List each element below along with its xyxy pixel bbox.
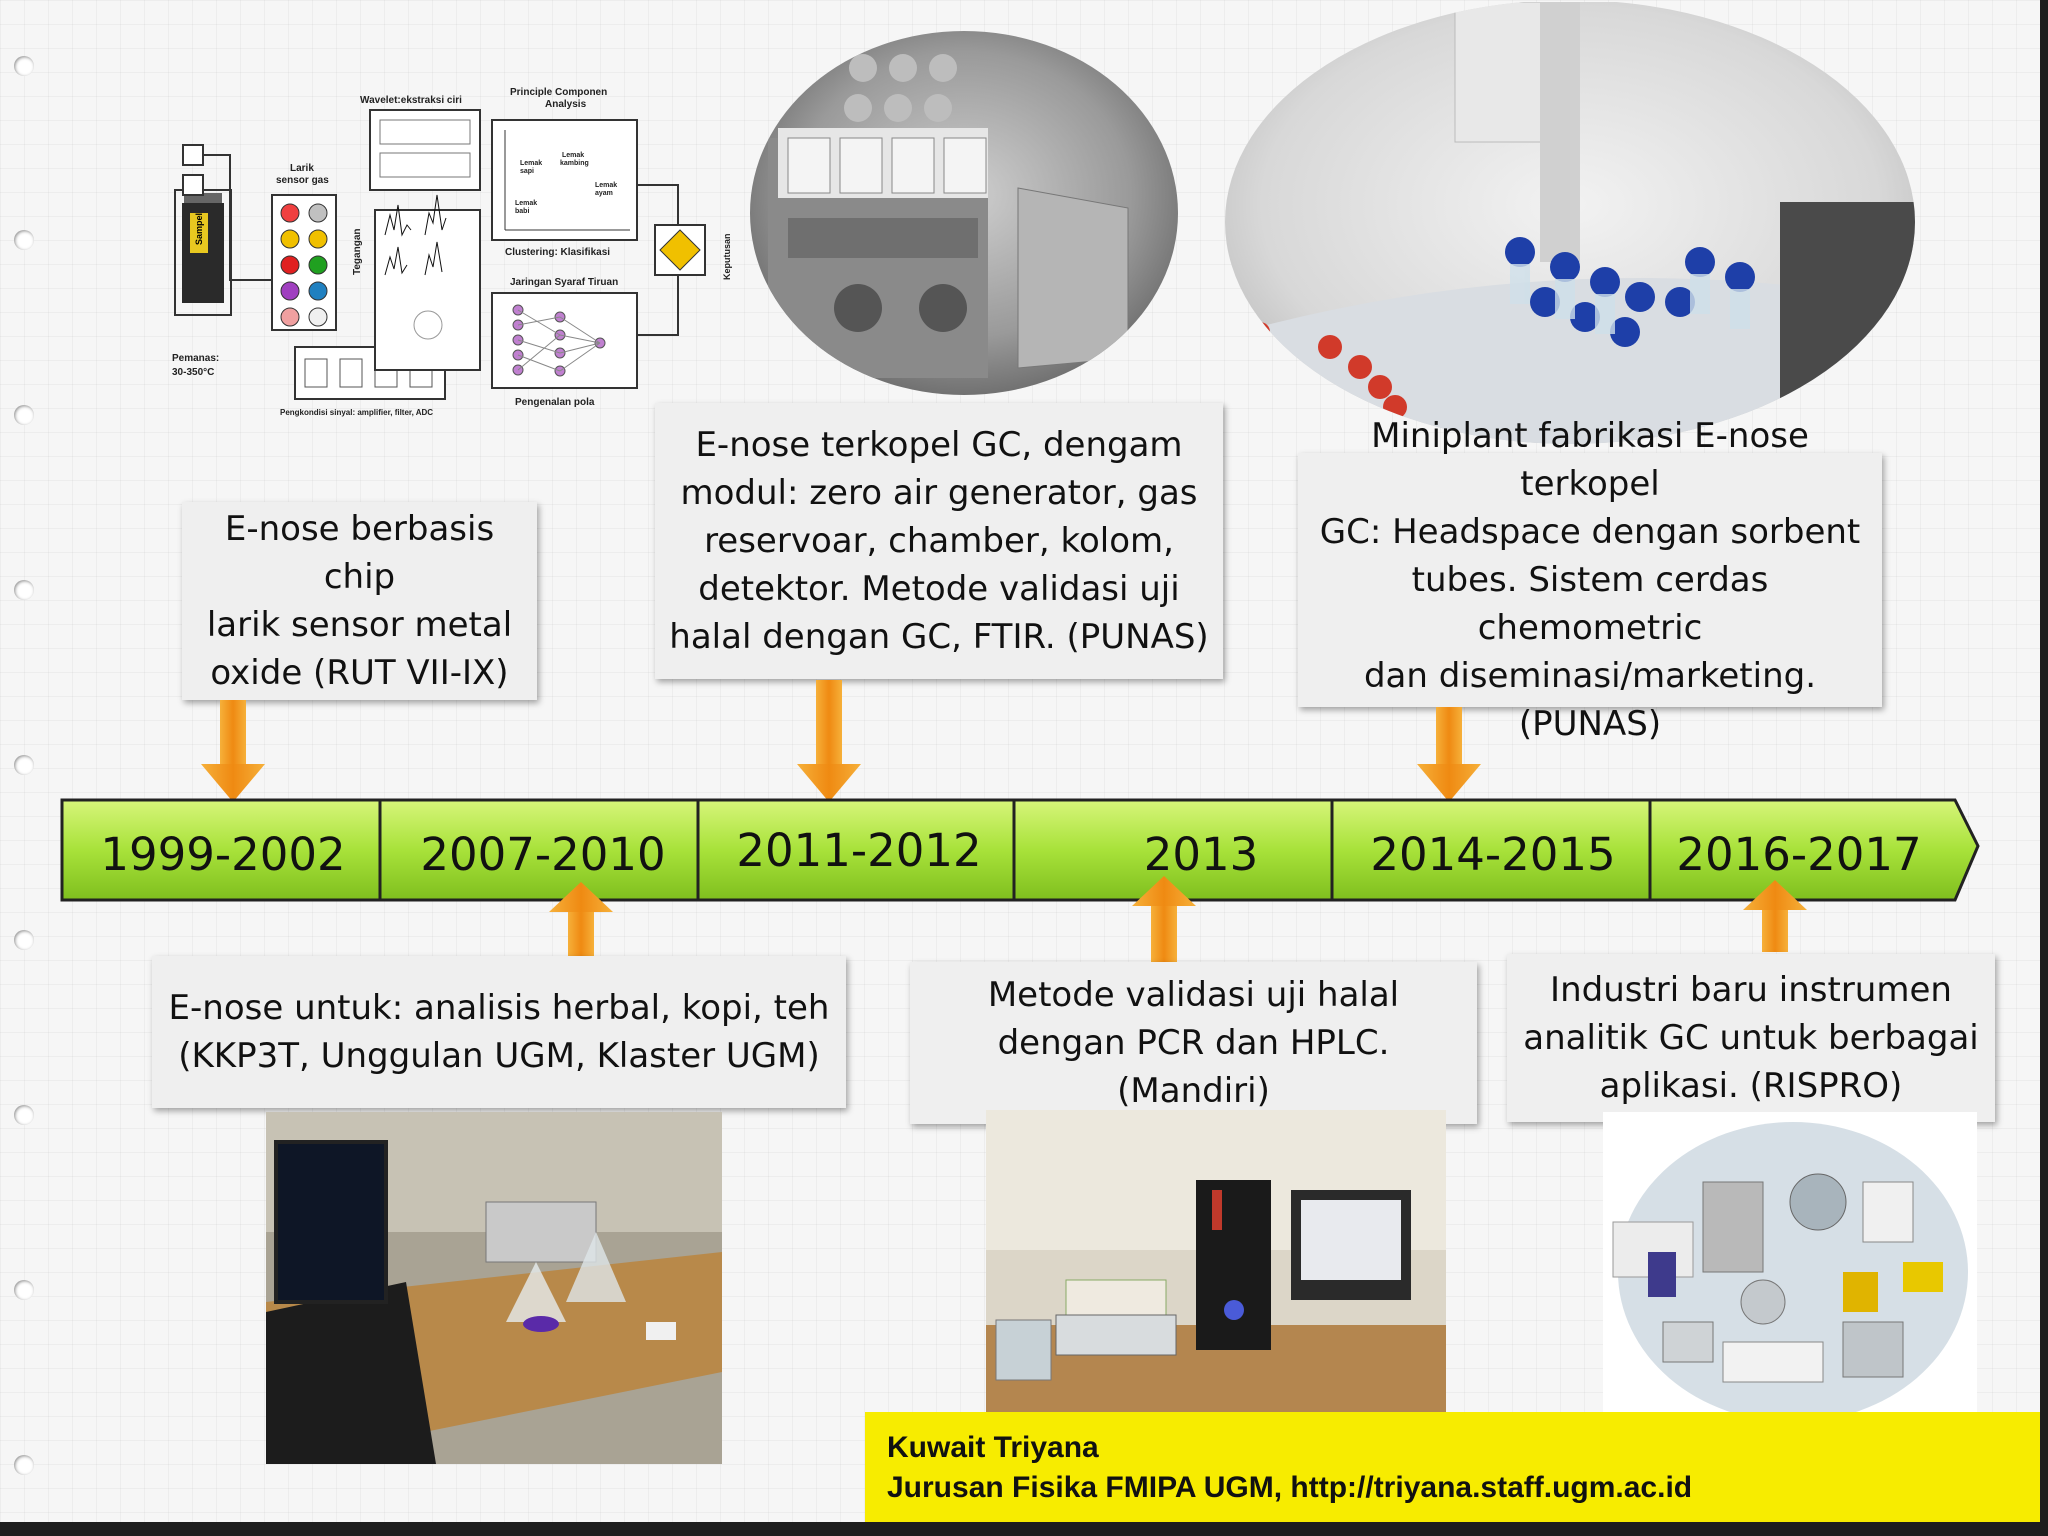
credit-banner: Kuwait Triyana Jurusan Fisika FMIPA UGM,… bbox=[865, 1412, 2040, 1522]
milestone-bottom-2-text: Metode validasi uji halal dengan PCR dan… bbox=[987, 975, 1400, 1111]
period-5: 2014-2015 bbox=[1370, 828, 1616, 881]
milestone-top-1-text: E-nose berbasis chip larik sensor metal … bbox=[206, 509, 513, 693]
arrow-up-3 bbox=[1743, 880, 1807, 952]
ann-title: Jaringan Syaraf Tiruan bbox=[510, 277, 618, 288]
svg-text:Lemak: Lemak bbox=[595, 182, 617, 189]
period-3: 2011-2012 bbox=[736, 824, 982, 877]
milestone-top-3-text: Miniplant fabrikasi E-nose terkopel GC: … bbox=[1319, 416, 1861, 744]
period-1: 1999-2002 bbox=[100, 828, 346, 881]
svg-text:kambing: kambing bbox=[560, 160, 589, 167]
period-4: 2013 bbox=[1143, 828, 1259, 881]
milestone-top-2-text: E-nose terkopel GC, dengam modul: zero a… bbox=[669, 425, 1209, 657]
milestone-top-2: E-nose terkopel GC, dengam modul: zero a… bbox=[655, 403, 1223, 679]
clustering-label: Clustering: Klasifikasi bbox=[505, 247, 610, 258]
pengkondisi-label: Pengkondisi sinyal: amplifier, filter, A… bbox=[280, 408, 433, 417]
gc-instruments-collage-photo bbox=[1603, 1112, 1977, 1412]
arrow-down-2 bbox=[797, 680, 861, 802]
milestone-top-3: Miniplant fabrikasi E-nose terkopel GC: … bbox=[1298, 416, 1882, 744]
gc-instrument-photo bbox=[750, 31, 1178, 395]
svg-text:ayam: ayam bbox=[595, 190, 613, 197]
pemanas-label: Pemanas:30-350°C bbox=[172, 353, 219, 378]
wavelet-title: Wavelet:ekstraksi ciri bbox=[360, 95, 462, 106]
milestone-bottom-3-text: Industri baru instrumen analitik GC untu… bbox=[1523, 970, 1979, 1106]
milestone-bottom-3: Industri baru instrumen analitik GC untu… bbox=[1507, 954, 1995, 1122]
svg-text:sapi: sapi bbox=[520, 168, 534, 175]
timeline-bar bbox=[60, 798, 1980, 902]
credit-name: Kuwait Triyana bbox=[887, 1431, 1099, 1464]
svg-text:babi: babi bbox=[515, 208, 529, 215]
autosampler-photo bbox=[1225, 2, 1915, 444]
arrow-down-1 bbox=[201, 700, 265, 802]
pcr-hplc-lab-photo bbox=[986, 1110, 1446, 1412]
credit-affiliation: Jurusan Fisika FMIPA UGM, http://triyana… bbox=[887, 1471, 1693, 1504]
milestone-bottom-1: E-nose untuk: analisis herbal, kopi, teh… bbox=[152, 956, 846, 1108]
arrow-down-3 bbox=[1417, 707, 1481, 802]
svg-text:Lemak: Lemak bbox=[520, 160, 542, 167]
svg-text:Keputusan: Keputusan bbox=[722, 233, 732, 280]
milestone-bottom-1-text: E-nose untuk: analisis herbal, kopi, teh… bbox=[168, 988, 830, 1076]
period-6: 2016-2017 bbox=[1676, 828, 1922, 881]
sample-label: Sampel bbox=[194, 213, 204, 245]
pengenalan-label: Pengenalan pola bbox=[515, 397, 595, 408]
svg-text:Tegangan: Tegangan bbox=[352, 229, 363, 275]
arrow-up-2 bbox=[1132, 876, 1196, 962]
period-2: 2007-2010 bbox=[420, 828, 666, 881]
arrow-up-1 bbox=[549, 882, 613, 956]
svg-text:Lemak: Lemak bbox=[562, 152, 584, 159]
svg-text:Lemak: Lemak bbox=[515, 200, 537, 207]
milestone-top-1: E-nose berbasis chip larik sensor metal … bbox=[182, 502, 537, 700]
milestone-bottom-2: Metode validasi uji halal dengan PCR dan… bbox=[910, 962, 1477, 1124]
enose-lab-photo bbox=[266, 1112, 722, 1464]
